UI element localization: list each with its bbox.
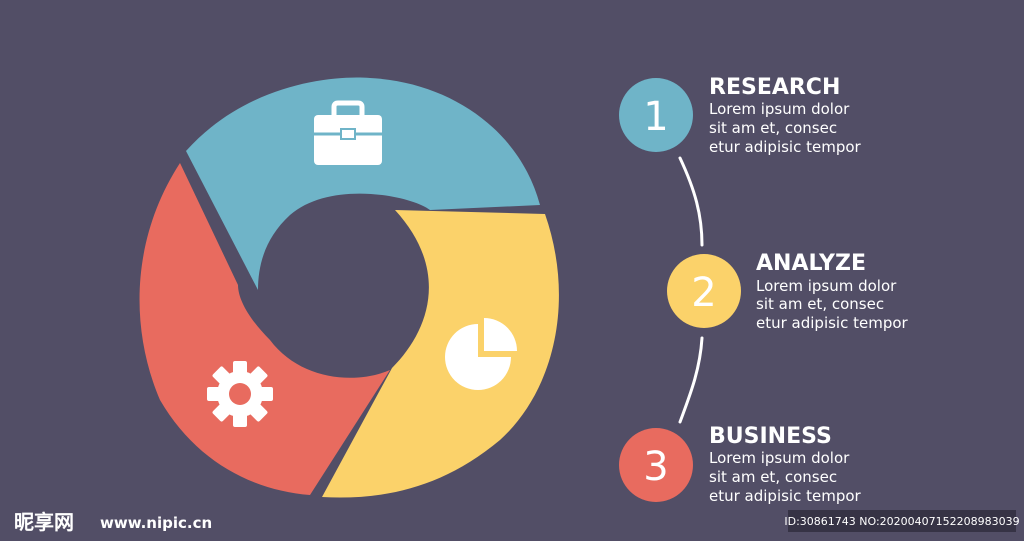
gear-icon <box>207 361 273 427</box>
watermark-id-box <box>788 510 1016 532</box>
step-1-line-1: Lorem ipsum dolor <box>709 100 850 118</box>
step-1-line-2: sit am et, consec <box>709 119 837 137</box>
step-business: 3 BUSINESS Lorem ipsum dolor sit am et, … <box>619 424 862 505</box>
step-3-line-2: sit am et, consec <box>709 468 837 486</box>
step-3-number: 3 <box>643 444 668 490</box>
segment-business <box>139 163 390 495</box>
watermark-logo: 昵享网 <box>14 510 74 534</box>
step-1-number: 1 <box>643 94 668 140</box>
step-research: 1 RESEARCH Lorem ipsum dolor sit am et, … <box>619 75 862 156</box>
watermark-id: ID:30861743 NO:20200407152208983039 <box>784 515 1019 528</box>
step-3-circle <box>619 428 693 502</box>
step-1-circle <box>619 78 693 152</box>
segment-analyze <box>322 210 559 498</box>
segment-research <box>186 77 540 290</box>
step-1-title: RESEARCH <box>709 75 840 100</box>
step-3-line-1: Lorem ipsum dolor <box>709 449 850 467</box>
connector-arc <box>678 156 704 424</box>
step-analyze: 2 ANALYZE Lorem ipsum dolor sit am et, c… <box>667 251 909 332</box>
briefcase-icon <box>314 100 382 165</box>
watermark: 昵享网 www.nipic.cn ID:30861743 NO:20200407… <box>14 510 1020 534</box>
step-3-title: BUSINESS <box>709 424 832 449</box>
step-2-line-3: etur adipisic tempor <box>756 314 909 332</box>
step-1-line-3: etur adipisic tempor <box>709 138 862 156</box>
step-3-line-3: etur adipisic tempor <box>709 487 862 505</box>
step-2-circle <box>667 254 741 328</box>
step-2-line-2: sit am et, consec <box>756 295 884 313</box>
step-2-line-1: Lorem ipsum dolor <box>756 277 897 295</box>
step-2-title: ANALYZE <box>756 251 866 276</box>
watermark-url: www.nipic.cn <box>100 514 212 532</box>
pie-chart-icon <box>445 318 517 390</box>
cycle-ring <box>139 77 559 498</box>
step-2-number: 2 <box>691 270 716 316</box>
